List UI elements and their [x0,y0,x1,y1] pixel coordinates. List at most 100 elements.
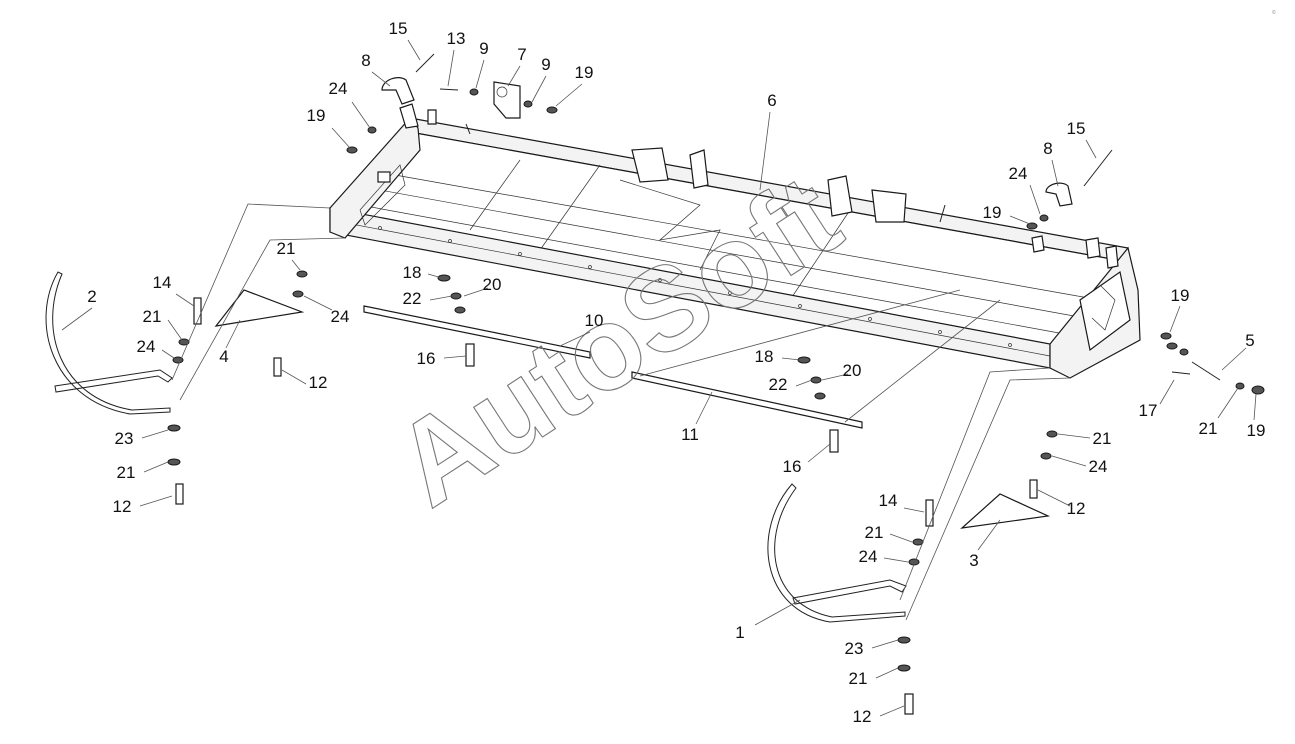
callout-leader-c22b [795,379,813,387]
corner-mark: © [1272,9,1276,16]
callout-label-c1: 1 [735,623,744,642]
callout-leader-c12c [1037,489,1071,507]
callout-label-c12b: 12 [113,497,132,516]
clip-8-left [381,77,415,105]
triangle-plate-left [214,289,305,327]
callout-label-c18b: 18 [755,347,774,366]
callout-label-c17: 17 [1139,401,1158,420]
callout-leader-c12d [879,705,905,717]
callout-leader-c15b [1085,139,1097,159]
callout-leader-c21e [889,533,913,543]
callout-leader-c19a [331,127,351,149]
callout-label-c4: 4 [219,347,228,366]
callout-leader-c19d [1169,305,1181,333]
parts-layer [45,53,1265,715]
callout-leader-c24f [1029,184,1041,215]
callout-leader-c5 [1221,347,1247,371]
callout-leader-c10 [559,331,591,347]
callout-label-c9a: 9 [479,39,488,58]
callout-leader-c20a [463,287,489,297]
callout-label-c21e: 21 [865,523,884,542]
callout-leader-c12a [281,369,307,385]
callout-label-c18a: 18 [403,263,422,282]
plate-7 [493,81,521,119]
callout-label-c16a: 16 [417,349,436,368]
callout-leader-c1 [754,599,801,626]
callout-leader-c23b [871,639,899,649]
strip-11 [631,371,863,429]
callout-leader-c24d [1051,455,1087,467]
callout-leader-c9a [475,59,485,89]
callout-leader-c14b [903,507,925,513]
callout-label-c5: 5 [1245,331,1254,350]
callout-leader-c21g [1217,387,1239,419]
callout-label-c23b: 23 [845,639,864,658]
callout-label-c15b: 15 [1067,119,1086,138]
callout-label-c8a: 8 [361,51,370,70]
callout-label-c21b: 21 [143,307,162,326]
strip-10 [363,305,591,359]
callout-label-c21g: 21 [1199,419,1218,438]
callout-leader-c4 [225,319,241,349]
callout-label-c2: 2 [87,287,96,306]
callout-leader-c15a [407,39,421,61]
callout-label-c19e: 19 [1247,421,1266,440]
callout-label-c16b: 16 [783,457,802,476]
callout-label-c11: 11 [681,425,699,444]
callout-leader-c13 [447,49,455,87]
callout-label-c21c: 21 [117,463,136,482]
callout-label-c22a: 22 [403,289,422,308]
skid-left [45,271,171,415]
callout-label-c19a: 19 [307,106,326,125]
callout-leader-c6 [759,111,771,191]
callout-label-c21d: 21 [1093,429,1112,448]
callout-label-c19b: 19 [575,63,594,82]
callout-label-c24d: 24 [1089,457,1108,476]
callout-leader-c21b [167,319,183,341]
callout-label-c23a: 23 [115,429,134,448]
callout-label-c9b: 9 [541,55,550,74]
callout-leader-c17 [1159,379,1175,405]
callout-label-c7: 7 [517,45,526,64]
callout-label-c10: 10 [585,311,604,330]
callout-label-c12d: 12 [853,707,872,726]
callout-leader-c22a [429,295,453,301]
callout-label-c8b: 8 [1043,139,1052,158]
callout-label-c24b: 24 [137,337,156,356]
triangle-plate-right [960,493,1051,529]
callout-leader-c18b [781,357,801,361]
callout-leader-c19c [1009,215,1031,225]
callout-label-c14b: 14 [879,491,898,510]
callout-label-c24f: 24 [1009,164,1028,183]
callout-label-c20a: 20 [483,275,502,294]
callout-leader-c24c [303,295,333,311]
clip-8-right [1045,182,1073,207]
callout-label-c14a: 14 [153,273,172,292]
callout-label-c21a: 21 [277,239,296,258]
callout-leader-c18a [427,273,443,279]
callout-leader-c16a [443,355,467,359]
callout-label-c21f: 21 [849,669,868,688]
callout-label-c12c: 12 [1067,499,1086,518]
callout-leader-c21d [1057,433,1091,439]
callout-leader-c14a [175,293,195,307]
callout-leader-c20b [821,373,849,381]
callout-label-c6: 6 [767,91,776,110]
skid-right [767,483,906,623]
callout-label-c12a: 12 [309,373,328,392]
callout-label-c24c: 24 [331,307,350,326]
callout-leader-c24a [351,101,371,129]
callout-leader-c7 [507,65,521,87]
callout-label-c3: 3 [969,551,978,570]
callout-label-c24a: 24 [329,79,348,98]
callout-label-c15a: 15 [389,19,408,38]
callout-leader-c2 [61,307,93,331]
callout-leader-c11 [695,391,713,425]
callout-leader-c16b [807,443,831,463]
callout-leader-c21a [291,259,301,271]
callout-leader-c12b [139,495,173,507]
callout-leader-c24b [161,349,175,359]
callout-label-c19c: 19 [983,203,1002,222]
